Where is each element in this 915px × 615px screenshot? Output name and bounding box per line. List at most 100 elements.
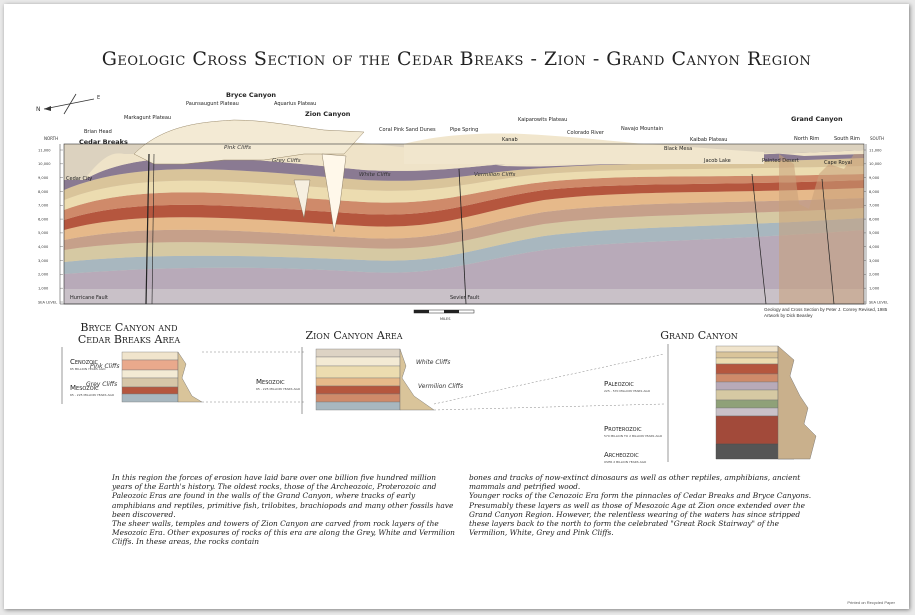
bryce-era1: Cenozoic: [70, 358, 99, 366]
label-paunsaugunt: Paunsaugunt Plateau: [186, 101, 239, 107]
axis-tick-label: SEA LEVEL: [869, 300, 888, 304]
axis-tick-label: SEA LEVEL: [38, 300, 57, 304]
axis-tick-label: 1,000: [38, 286, 49, 290]
label-pink-cliffs: Pink Cliffs: [224, 145, 251, 151]
left-axis-ticks: 11,000 10,000 9,000 8,000 7,000 6,000 5,000 4,0…: [38, 148, 63, 304]
label-kaiparowits: Kaiparowits Plateau: [518, 117, 567, 123]
bryce-era2: Mesozoic: [70, 384, 99, 392]
credit-line2: Artwork by Dick Beasley: [764, 313, 813, 318]
bryce-section-diagram: Cenozoic 65 MILLION YEARS AGO Mesozoic 6…: [61, 347, 304, 404]
grand-canyon-section-diagram: Paleozoic 225 - 570 MILLION YEARS AGO Pr…: [604, 344, 817, 464]
axis-tick-label: 8,000: [869, 190, 880, 194]
axis-tick-label: 2,000: [38, 273, 49, 277]
geologic-poster: Geologic Cross Section of the Cedar Brea…: [4, 4, 909, 609]
axis-tick-label: 3,000: [869, 259, 880, 263]
zion-era-sub: 65 - 225 MILLION YEARS AGO: [256, 387, 301, 391]
label-black-mesa: Black Mesa: [664, 146, 692, 152]
label-kaibab: Kaibab Plateau: [690, 137, 727, 143]
label-grand-canyon: Grand Canyon: [791, 115, 843, 123]
zion-canyon-cut: [321, 153, 347, 233]
axis-tick-label: 7,000: [38, 204, 49, 208]
label-markagunt: Markagunt Plateau: [124, 115, 171, 121]
label-painted-desert: Painted Desert: [762, 158, 799, 164]
axis-tick-label: 8,000: [38, 190, 49, 194]
label-colorado-river: Colorado River: [567, 130, 605, 136]
scale-bar: MILES: [413, 309, 475, 321]
axis-tick-label: 7,000: [869, 204, 880, 208]
grand-section-title: Grand Canyon: [660, 329, 738, 342]
label-zion-canyon: Zion Canyon: [305, 110, 351, 118]
right-axis-ticks: 11,000 10,000 9,000 8,000 7,000 6,000 5,000 4,0…: [863, 148, 888, 304]
label-aquarius: Aquarius Plateau: [274, 101, 316, 107]
axis-tick-label: 4,000: [869, 245, 880, 249]
zion-section-diagram: Mesozoic 65 - 225 MILLION YEARS AGO Whit…: [256, 347, 665, 414]
axis-tick-label: 10,000: [869, 162, 882, 166]
label-hurricane-fault: Hurricane Fault: [70, 295, 108, 301]
grand-canyon-cut: [779, 154, 864, 304]
zion-section-title: Zion Canyon Area: [305, 329, 403, 342]
text-column-left: In this region the forces of erosion hav…: [112, 473, 457, 547]
axis-tick-label: 2,000: [869, 273, 880, 277]
label-cedar-breaks: Cedar Breaks: [79, 138, 128, 146]
recycled-note: Printed on Recycled Paper: [847, 600, 895, 605]
bryce-era2-sub: 65 - 225 MILLION YEARS AGO: [70, 393, 115, 397]
grand-era3-sub: OVER 2 BILLION YEARS AGO: [604, 460, 647, 464]
grand-era1: Paleozoic: [604, 380, 634, 388]
compass-icon: N E: [36, 93, 100, 115]
zion-cliff2: Vermilion Cliffs: [418, 383, 463, 390]
poster-title: Geologic Cross Section of the Cedar Brea…: [101, 48, 812, 70]
text-col2-p2: Younger rocks of the Cenozoic Era form t…: [469, 491, 812, 538]
label-vermilion-cliffs: Vermilion Cliffs: [474, 172, 515, 178]
grand-era3: Archeozoic: [604, 451, 639, 459]
axis-south-label: SOUTH: [870, 136, 884, 141]
label-white-cliffs: White Cliffs: [359, 172, 391, 178]
hurricane-fault-line: [145, 153, 150, 305]
label-grey-cliffs: Grey Cliffs: [272, 158, 301, 164]
label-jacob-lake: Jacob Lake: [703, 158, 731, 164]
bryce-cliff2: Grey Cliffs: [86, 381, 117, 388]
text-col2-p1: bones and tracks of now-extinct dinosaur…: [469, 473, 801, 492]
label-north-rim: North Rim: [794, 136, 819, 142]
svg-text:N: N: [36, 106, 41, 113]
axis-tick-label: 11,000: [38, 148, 51, 152]
bryce-title-line2: Cedar Breaks Area: [77, 333, 181, 346]
axis-tick-label: 11,000: [869, 148, 882, 152]
axis-tick-label: 9,000: [869, 176, 880, 180]
bryce-era1-sub: 65 MILLION YEARS AGO: [70, 367, 106, 371]
main-cross-section: N E 11,000 10,000 9,000 8,000 7,000 6,000 5,00…: [36, 91, 888, 464]
grand-era2: Proterozoic: [604, 425, 642, 433]
text-col1-p1: In this region the forces of erosion hav…: [112, 473, 454, 519]
kaiparowits-plateau: [404, 133, 764, 164]
label-navajo-mountain: Navajo Mountain: [621, 126, 663, 132]
svg-text:E: E: [97, 95, 100, 101]
axis-tick-label: 10,000: [38, 162, 51, 166]
bryce-section-title: Bryce Canyon and Cedar Breaks Area: [64, 322, 194, 346]
axis-tick-label: 5,000: [38, 231, 49, 235]
grand-era2-sub: 570 MILLION TO 2 BILLION YEARS AGO: [604, 434, 663, 438]
bryce-title-line1: Bryce Canyon and: [80, 321, 178, 334]
label-pipe-spring: Pipe Spring: [450, 127, 478, 133]
label-sevier-fault: Sevier Fault: [450, 295, 479, 301]
axis-tick-label: 3,000: [38, 259, 49, 263]
label-coral-pink: Coral Pink Sand Dunes: [379, 127, 436, 133]
label-south-rim: South Rim: [834, 136, 860, 142]
scale-label: MILES: [440, 317, 451, 321]
zion-cliff1: White Cliffs: [416, 359, 450, 366]
axis-tick-label: 6,000: [869, 217, 880, 221]
label-bryce-canyon: Bryce Canyon: [226, 91, 276, 99]
label-cedar-city: Cedar City: [66, 176, 92, 182]
grand-era1-sub: 225 - 570 MILLION YEARS AGO: [604, 389, 651, 393]
axis-tick-label: 4,000: [38, 245, 49, 249]
zion-era: Mesozoic: [256, 378, 285, 386]
axis-tick-label: 1,000: [869, 286, 880, 290]
label-kanab: Kanab: [502, 137, 518, 143]
text-col1-p2: The sheer walls, temples and towers of Z…: [112, 519, 455, 547]
axis-tick-label: 5,000: [869, 231, 880, 235]
label-cape-royal: Cape Royal: [824, 160, 852, 166]
credit-line1: Geology and Cross Section by Peter J. Co…: [764, 307, 888, 312]
strata-bands: [64, 150, 864, 304]
axis-tick-label: 9,000: [38, 176, 49, 180]
axis-north-label: NORTH: [44, 136, 58, 141]
text-column-right: bones and tracks of now-extinct dinosaur…: [469, 473, 814, 537]
axis-tick-label: 6,000: [38, 217, 49, 221]
